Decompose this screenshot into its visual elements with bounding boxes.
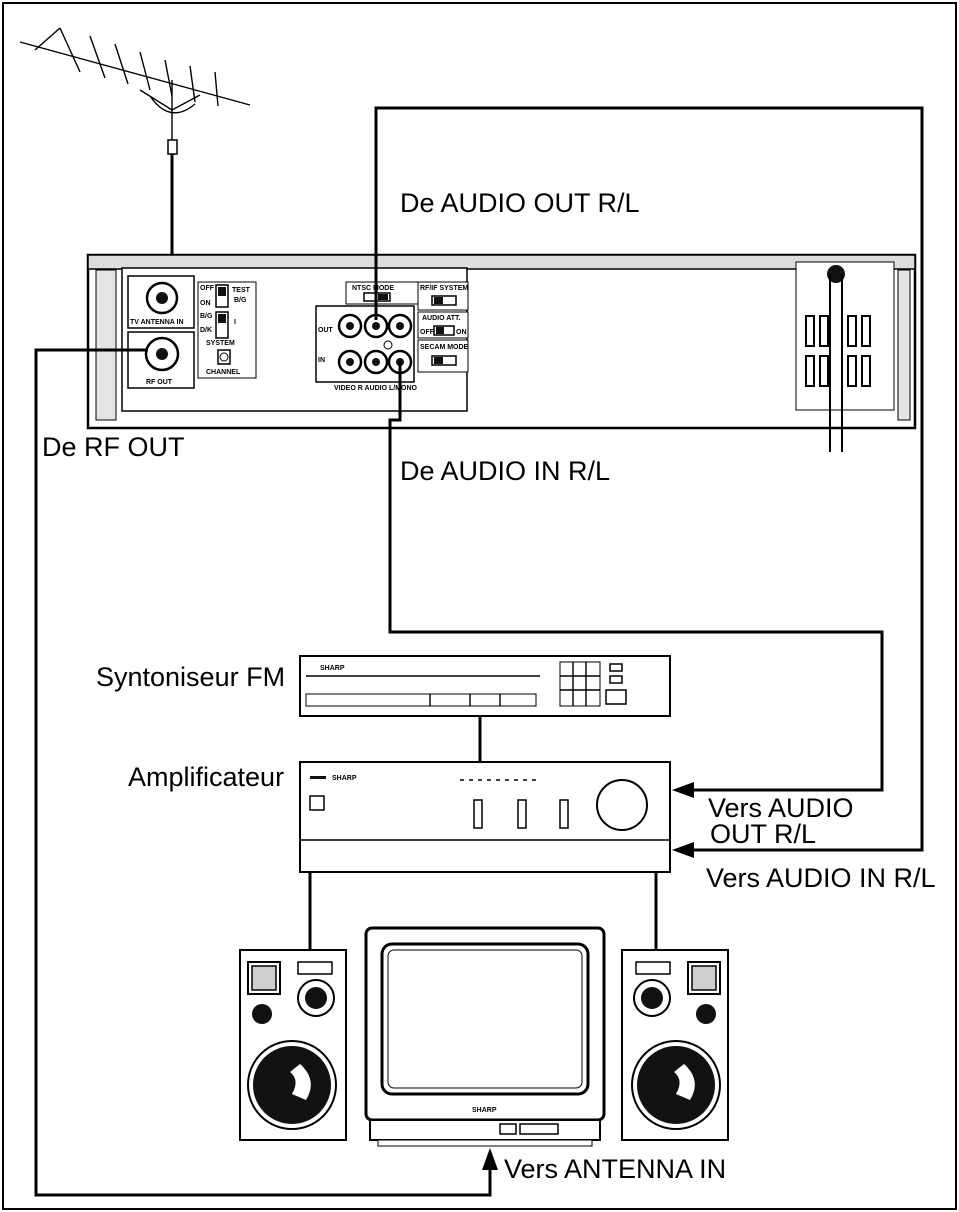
system-i-label: I <box>234 319 236 326</box>
tuner-label: Syntoniseur FM <box>96 662 285 692</box>
right-speaker <box>621 949 729 1141</box>
audio-att-on-label: ON <box>456 329 467 336</box>
left-speaker <box>239 949 347 1141</box>
secam-mode-label: SECAM MODE <box>420 344 469 351</box>
ntsc-mode-label: NTSC MODE <box>352 285 394 292</box>
vent-slots <box>805 315 871 387</box>
from-audio-out-label: De AUDIO OUT R/L <box>400 188 640 218</box>
switch-off-label: OFF <box>200 285 215 292</box>
fm-tuner: SHARP <box>299 655 671 717</box>
audio-att-off-label: OFF <box>420 329 435 336</box>
cable-rf-out <box>34 348 492 1197</box>
test-label: TEST <box>232 287 251 294</box>
arrow-to-audio-out <box>672 782 694 798</box>
bg-right-label: B/G <box>234 297 247 304</box>
cable-audio-in <box>388 360 884 792</box>
bg-label: B/G <box>200 313 213 320</box>
to-audio-out-label-2: OUT R/L <box>710 819 816 849</box>
rf-out-label: RF OUT <box>146 379 173 386</box>
tv-antenna-in-label: TV ANTENNA IN <box>130 319 184 326</box>
tuner-brand: SHARP <box>320 665 345 672</box>
rf-if-system-label: RF/IF SYSTEM <box>420 285 468 292</box>
audio-att-label: AUDIO ATT. <box>422 315 461 322</box>
vcr-rear-panel: TV ANTENNA IN RF OUT OFF ON TEST B/G B/G… <box>86 253 917 452</box>
dk-label: D/K <box>200 327 212 334</box>
to-antenna-in-label: Vers ANTENNA IN <box>504 1154 726 1184</box>
tv-brand: SHARP <box>472 1107 497 1114</box>
jack-in-label: IN <box>318 357 325 364</box>
television: SHARP <box>364 926 606 1147</box>
power-cord <box>829 274 843 452</box>
system-label: SYSTEM <box>206 340 235 347</box>
to-audio-in-label: Vers AUDIO IN R/L <box>706 863 936 893</box>
channel-label: CHANNEL <box>206 369 241 376</box>
tv-antenna <box>19 27 251 155</box>
amp-brand: SHARP <box>332 775 357 782</box>
amplifier-label: Amplificateur <box>128 762 284 792</box>
from-rf-out-label: De RF OUT <box>42 432 185 462</box>
switch-on-label: ON <box>200 300 211 307</box>
cable-audio-out <box>374 106 924 852</box>
from-audio-in-label: De AUDIO IN R/L <box>400 456 610 486</box>
rca-jacks <box>337 313 413 375</box>
amplifier: SHARP <box>299 761 671 873</box>
arrow-to-antenna-in <box>482 1148 498 1170</box>
jack-out-label: OUT <box>318 327 334 334</box>
arrow-to-audio-in <box>672 842 694 858</box>
jack-caption: VIDEO R AUDIO L/MONO <box>334 385 418 392</box>
to-audio-out-label-1: Vers AUDIO <box>708 793 854 823</box>
